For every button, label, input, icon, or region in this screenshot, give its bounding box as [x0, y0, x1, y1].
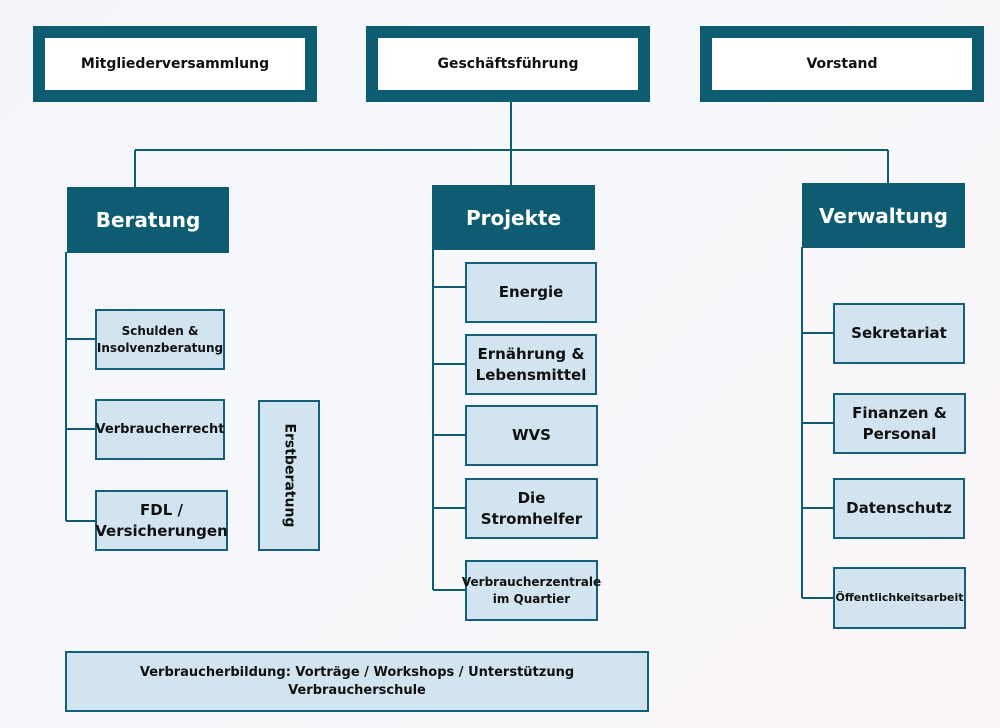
- box-ernaehrung-lebensmittel: Ernährung & Lebensmittel: [465, 334, 597, 395]
- box-label: WVS: [512, 426, 551, 445]
- header-verwaltung: Verwaltung: [802, 183, 965, 248]
- box-label: Verbraucherbildung: Vorträge / Workshops…: [139, 664, 575, 698]
- box-verbraucherrecht: Verbraucherrecht: [95, 399, 225, 460]
- box-label: Verbraucherrecht: [95, 421, 225, 437]
- box-vorstand: Vorstand: [700, 26, 984, 102]
- box-schulden-insolvenzberatung: Schulden & Insolvenzberatung: [95, 309, 225, 370]
- box-die-stromhelfer: Die Stromhelfer: [465, 478, 598, 539]
- box-energie: Energie: [465, 262, 597, 323]
- box-label: Datenschutz: [846, 499, 952, 518]
- box-wvs: WVS: [465, 405, 598, 466]
- box-label: Erstberatung: [281, 423, 298, 528]
- box-label: Vorstand: [806, 56, 878, 72]
- header-label: Verwaltung: [819, 203, 948, 228]
- box-geschaeftsfuehrung: Geschäftsführung: [366, 26, 650, 102]
- box-datenschutz: Datenschutz: [833, 478, 965, 539]
- box-label: Finanzen & Personal: [852, 404, 947, 443]
- box-fdl-versicherungen: FDL / Versicherungen: [95, 490, 228, 551]
- header-label: Beratung: [95, 208, 201, 232]
- box-label: Energie: [498, 283, 564, 302]
- header-beratung: Beratung: [67, 187, 229, 253]
- box-label: Schulden & Insolvenzberatung: [96, 324, 224, 355]
- box-label: Ernährung & Lebensmittel: [475, 345, 587, 384]
- header-projekte: Projekte: [432, 185, 595, 250]
- header-label: Projekte: [465, 205, 562, 230]
- box-erstberatung: Erstberatung: [258, 400, 320, 551]
- box-oeffentlichkeitsarbeit: Öffentlichkeitsarbeit: [833, 567, 966, 629]
- box-label: Geschäftsführung: [437, 56, 579, 72]
- box-finanzen-personal: Finanzen & Personal: [833, 393, 966, 454]
- box-label: Verbraucherzentrale im Quartier: [461, 575, 602, 606]
- box-label: Mitgliederversammlung: [80, 56, 270, 72]
- box-mitgliederversammlung: Mitgliederversammlung: [33, 26, 317, 102]
- box-verbraucherzentrale-im-quartier: Verbraucherzentrale im Quartier: [461, 560, 602, 621]
- box-verbraucherbildung: Verbraucherbildung: Vorträge / Workshops…: [65, 651, 649, 712]
- box-label: Die Stromhelfer: [480, 489, 583, 528]
- box-sekretariat: Sekretariat: [833, 303, 965, 364]
- box-label: FDL / Versicherungen: [95, 501, 228, 540]
- box-label: Sekretariat: [851, 324, 947, 343]
- box-label: Öffentlichkeitsarbeit: [835, 590, 964, 604]
